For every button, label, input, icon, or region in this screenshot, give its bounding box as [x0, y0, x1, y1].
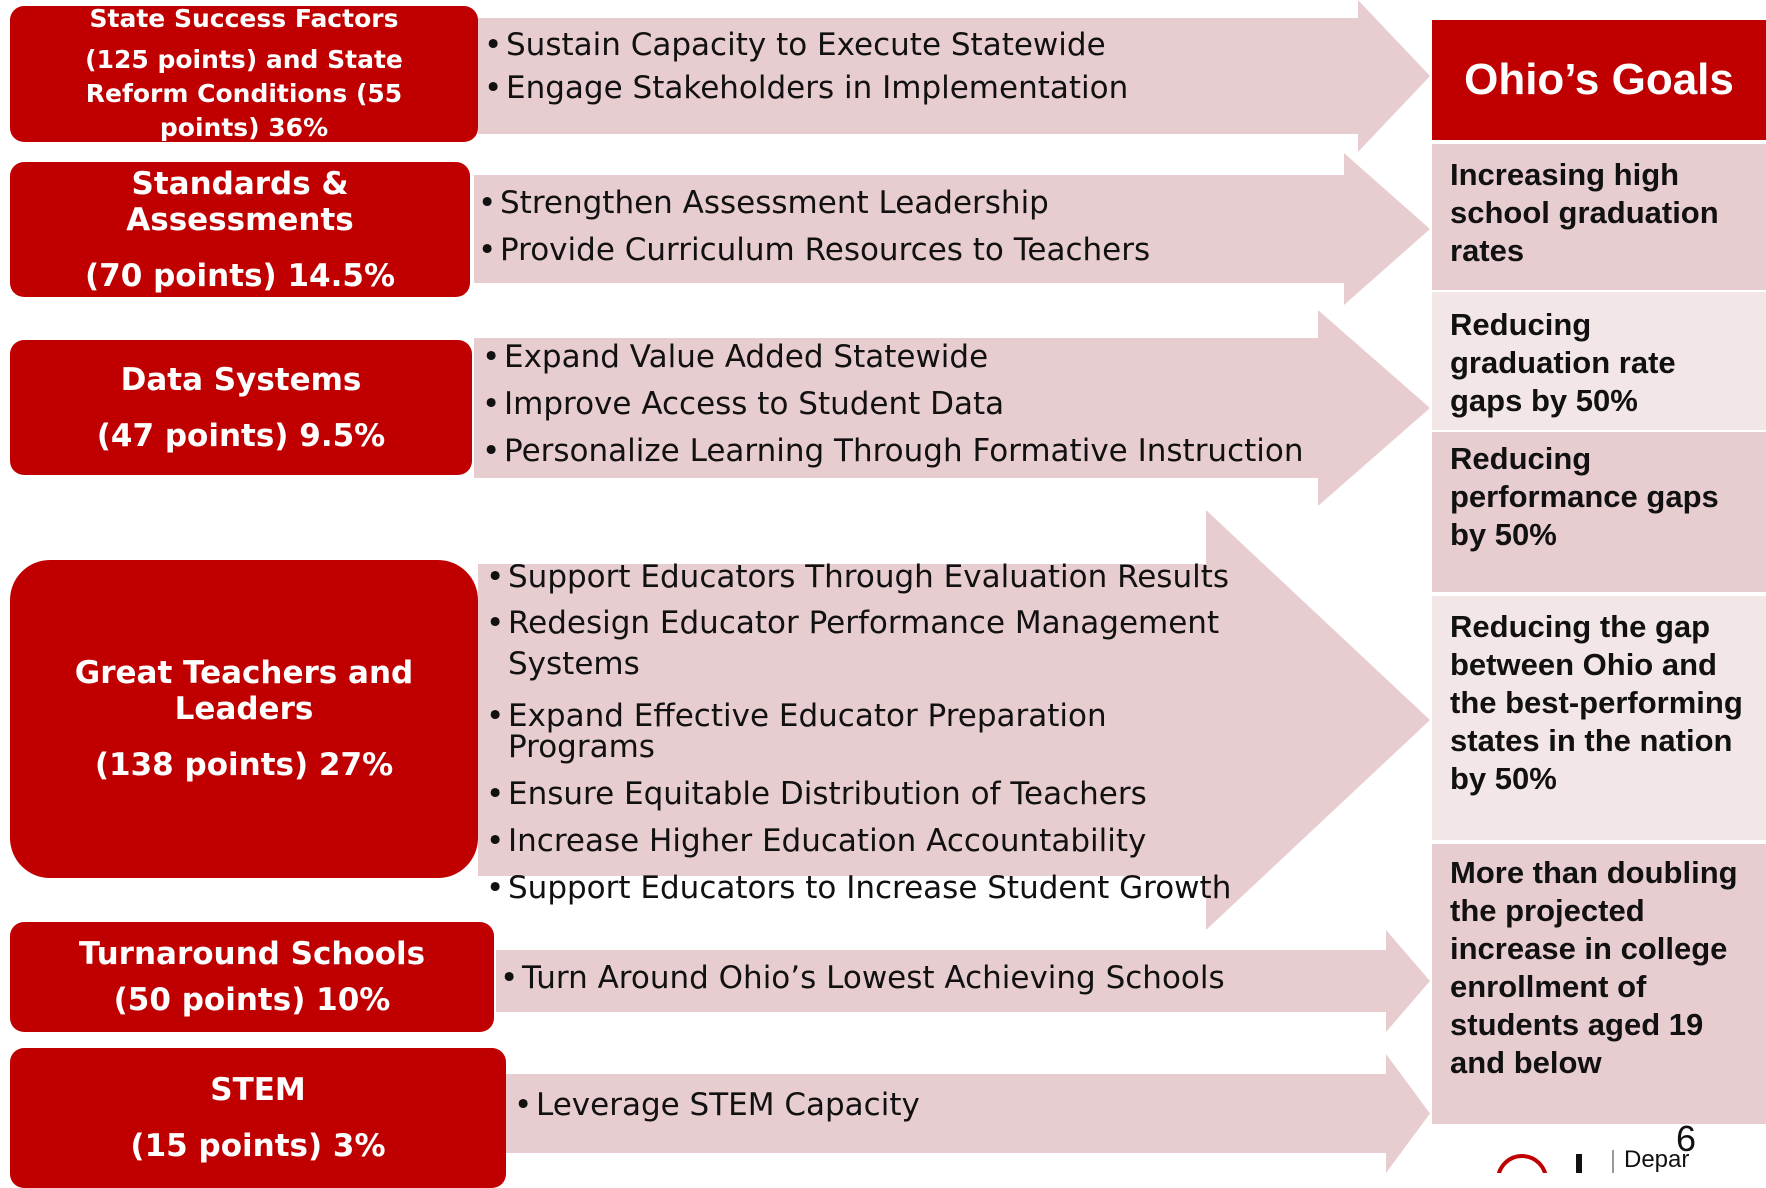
- category-standards-assessments: Standards & Assessments (70 points) 14.5…: [10, 162, 470, 297]
- category-title: STEM: [210, 1072, 306, 1108]
- category-stem: STEM (15 points) 3%: [10, 1048, 506, 1188]
- bullet-list-standards: Strengthen Assessment Leadership Provide…: [476, 188, 1150, 267]
- bullet-list-stem: Leverage STEM Capacity: [512, 1090, 920, 1122]
- bullet-item: Improve Access to Student Data: [480, 389, 1304, 421]
- bullet-list-great-teachers: Support Educators Through Evaluation Res…: [484, 562, 1244, 905]
- bullet-item: Turn Around Ohio’s Lowest Achieving Scho…: [498, 963, 1225, 995]
- bullet-item: Ensure Equitable Distribution of Teacher…: [484, 779, 1244, 811]
- bullet-item: Leverage STEM Capacity: [512, 1090, 920, 1122]
- category-title: Turnaround Schools: [78, 936, 426, 972]
- bullet-item: Expand Effective Educator Preparation Pr…: [484, 701, 1244, 763]
- category-great-teachers-leaders: Great Teachers and Leaders (138 points) …: [10, 560, 478, 878]
- bullet-item: Support Educators to Increase Student Gr…: [484, 873, 1244, 905]
- logo-text: Depar: [1624, 1150, 1690, 1173]
- category-data-systems: Data Systems (47 points) 9.5%: [10, 340, 472, 475]
- bullet-list-state-success: Sustain Capacity to Execute Statewide En…: [482, 30, 1128, 105]
- bullet-item: Provide Curriculum Resources to Teachers: [476, 235, 1150, 267]
- bullet-item: Expand Value Added Statewide: [480, 342, 1304, 374]
- category-title: Data Systems: [120, 361, 362, 398]
- page-number: 6: [1676, 1118, 1697, 1159]
- goal-college-enrollment: More than doubling the projected increas…: [1432, 844, 1766, 1124]
- bullet-item: Support Educators Through Evaluation Res…: [484, 562, 1244, 594]
- bullet-item: Personalize Learning Through Formative I…: [480, 436, 1304, 468]
- category-points: (15 points) 3%: [130, 1128, 386, 1164]
- category-title: State Success Factors: [89, 3, 399, 33]
- category-points: (125 points) and State Reform Conditions…: [85, 44, 403, 142]
- arrow-standards-assessments: [474, 153, 1430, 305]
- bullet-list-data-systems: Expand Value Added Statewide Improve Acc…: [480, 342, 1304, 468]
- category-title: Standards & Assessments: [126, 165, 354, 238]
- bullet-item: Increase Higher Education Accountability: [484, 826, 1244, 858]
- category-turnaround-schools: Turnaround Schools (50 points) 10%: [10, 922, 494, 1032]
- category-points: (50 points) 10%: [113, 982, 391, 1018]
- ode-logo-icon: [1496, 1150, 1614, 1173]
- bullet-list-turnaround: Turn Around Ohio’s Lowest Achieving Scho…: [498, 963, 1225, 995]
- ode-logo: Depar: [1490, 1150, 1766, 1173]
- category-points: (70 points) 14.5%: [84, 257, 396, 294]
- goal-graduation-gaps: Reducing graduation rate gaps by 50%: [1432, 292, 1766, 430]
- category-state-success-factors: State Success Factors (125 points) and S…: [10, 3, 478, 142]
- goal-graduation-rates: Increasing high school graduation rates: [1432, 144, 1766, 290]
- bullet-item: Strengthen Assessment Leadership: [476, 188, 1150, 220]
- goal-performance-gaps: Reducing performance gaps by 50%: [1432, 432, 1766, 592]
- bullet-item: Engage Stakeholders in Implementation: [482, 73, 1128, 105]
- goal-best-states-gap: Reducing the gap between Ohio and the be…: [1432, 596, 1766, 840]
- category-title: Great Teachers and Leaders: [74, 655, 414, 727]
- bullet-item: Sustain Capacity to Execute Statewide: [482, 30, 1128, 62]
- category-points: (138 points) 27%: [94, 747, 394, 783]
- goals-header: Ohio’s Goals: [1432, 20, 1766, 140]
- category-points: (47 points) 9.5%: [96, 417, 386, 454]
- bullet-item: Redesign Educator Performance Management…: [484, 603, 1244, 685]
